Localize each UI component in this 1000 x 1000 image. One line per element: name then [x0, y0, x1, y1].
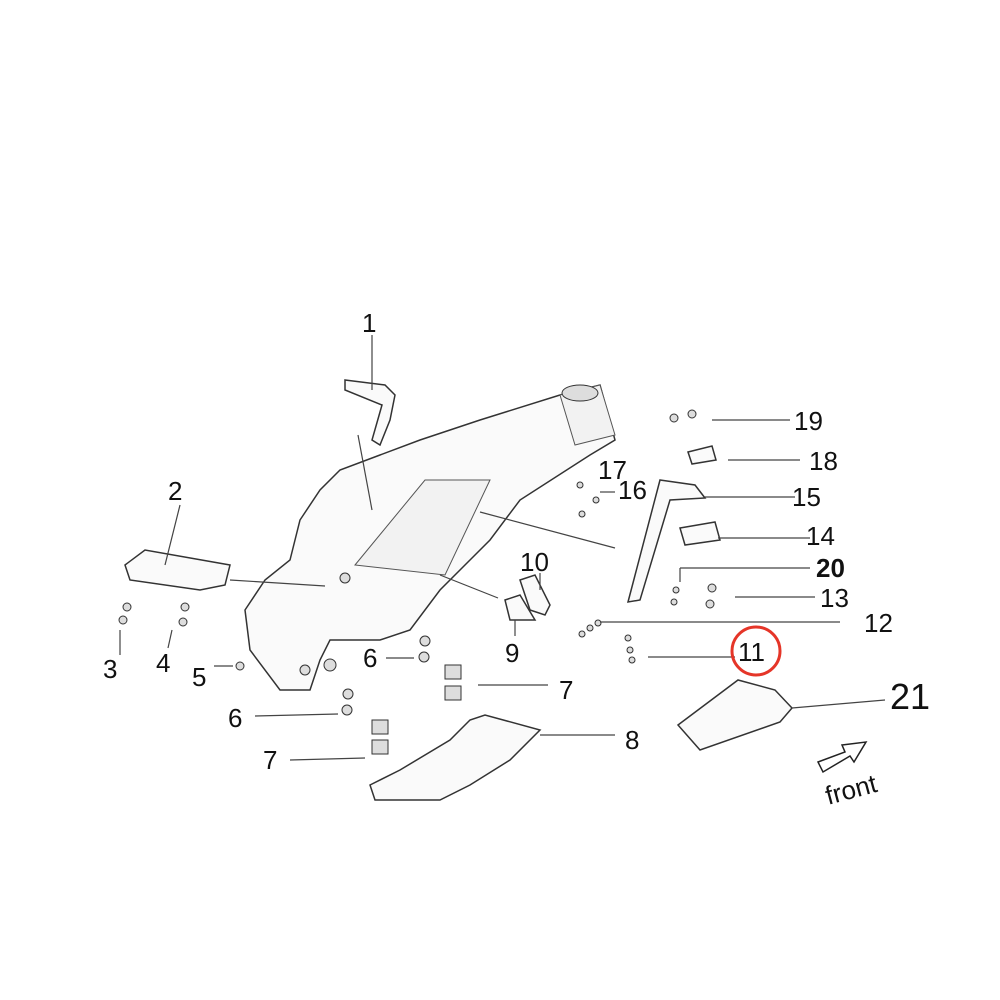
callout-5: 5	[192, 662, 206, 692]
callout-17: 17	[598, 455, 627, 485]
part-10-bracket	[519, 574, 551, 616]
callout-21: 21	[890, 676, 930, 717]
callout-16: 16	[618, 475, 647, 505]
callout-20: 20	[816, 553, 845, 583]
front-label: front	[822, 768, 881, 811]
part-18-clip	[687, 445, 717, 465]
callout-1: 1	[362, 308, 376, 338]
callout-9: 9	[505, 638, 519, 668]
callout-2: 2	[168, 476, 182, 506]
part-2-plate	[124, 549, 231, 591]
part-21-footrest	[676, 679, 794, 751]
part-8-guard	[369, 714, 542, 801]
callout-7a: 7	[559, 675, 573, 705]
part-9-bracket	[504, 594, 537, 621]
callout-4: 4	[156, 648, 170, 678]
part-15-rail	[626, 479, 707, 603]
callout-15: 15	[792, 482, 821, 512]
part-1-bracket	[344, 379, 396, 447]
callout-14: 14	[806, 521, 835, 551]
hardware-fasteners	[118, 409, 717, 755]
callout-labels: 1 2 3 4 5 6 6 7 7 8 9 10 11 12 13 14 15 …	[103, 308, 930, 775]
frame-part-main	[244, 384, 616, 691]
callout-8: 8	[625, 725, 639, 755]
callout-18: 18	[809, 446, 838, 476]
callout-13: 13	[820, 583, 849, 613]
highlight-circle	[730, 625, 782, 677]
callout-6a: 6	[363, 643, 377, 673]
callout-11: 11	[738, 637, 765, 667]
callout-10: 10	[520, 547, 549, 577]
callout-12: 12	[864, 608, 893, 638]
callout-7b: 7	[263, 745, 277, 775]
part-14-block	[679, 521, 721, 546]
callout-6b: 6	[228, 703, 242, 733]
callout-3: 3	[103, 654, 117, 684]
callout-19: 19	[794, 406, 823, 436]
leader-lines	[119, 335, 886, 761]
front-arrow-icon	[816, 741, 868, 774]
